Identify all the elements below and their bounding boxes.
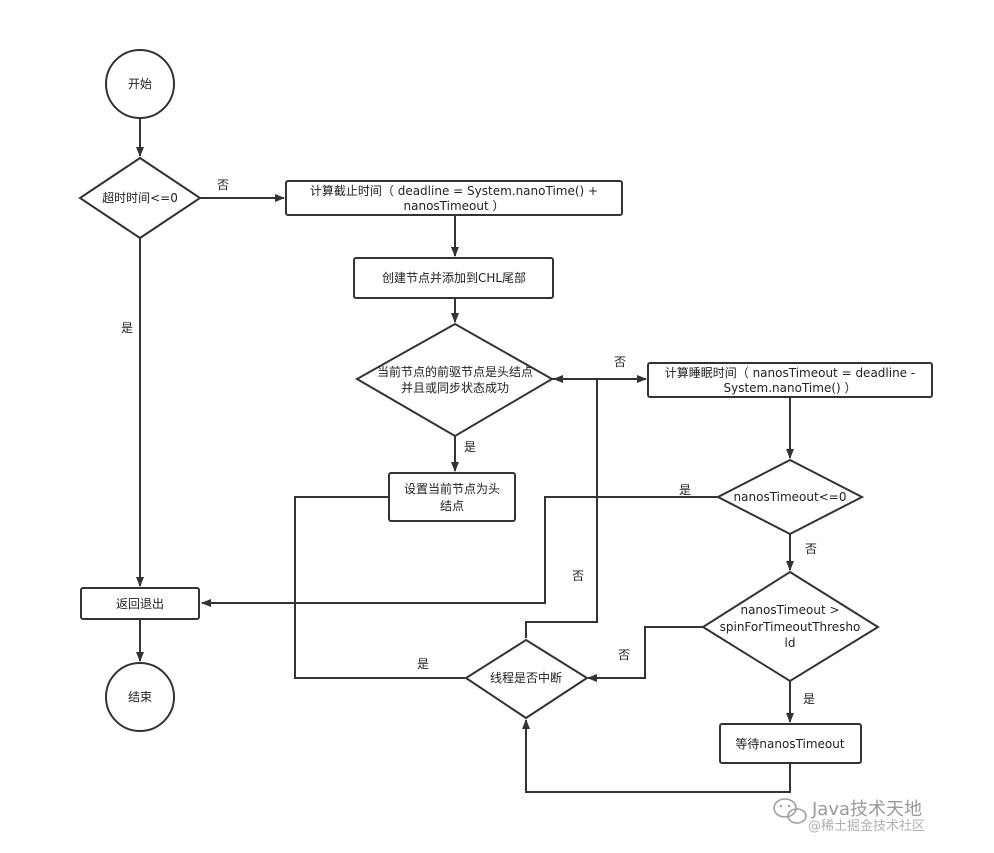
nanos-no-label: 否 [805,542,817,556]
nanos-check-node [715,458,865,536]
pred-check-node [354,322,555,438]
nanos-check-label: nanosTimeout<=0 [734,490,847,504]
calc-deadline-label-2: nanosTimeout ） [404,199,505,213]
edge-wait-to-interrupt [522,719,791,793]
wechat-icon [773,798,807,824]
set-head-label-2: 结点 [440,499,464,513]
timeout-check-label: 超时时间<=0 [102,190,178,205]
interrupt-check-node [464,638,589,720]
interrupt-check-label: 线程是否中断 [490,670,562,685]
pred-check-label-2: 并且或同步状态成功 [401,381,509,395]
set-head-node [388,472,516,522]
calc-sleep-label-2: System.nanoTime() ） [723,381,856,395]
spin-check-label-1: nanosTimeout > [740,603,839,617]
watermark: Java技术天地 @稀土掘金技术社区 [773,798,925,834]
end-label: 结束 [128,690,152,704]
spin-check-node [701,570,880,683]
timeout-yes-label: 是 [121,321,133,335]
set-head-label-1: 设置当前节点为头 [404,481,500,496]
edge-sethead-to-return [294,496,465,679]
timeout-no-label: 否 [217,178,229,192]
start-node [105,49,175,119]
calc-deadline-label-1: 计算截止时间（ deadline = System.nanoTime() + [310,183,598,198]
pred-no-label: 否 [614,355,626,369]
watermark-line2: @稀土掘金技术社区 [808,818,925,834]
start-label: 开始 [128,77,152,91]
wait-node [719,723,862,764]
spin-check-label-3: ld [785,636,796,650]
spin-check-label-2: spinForTimeoutThresho [720,620,861,634]
wait-label: 等待nanosTimeout [735,737,844,751]
interrupt-yes-label: 是 [417,657,429,671]
edge-interrupt-no [525,375,598,638]
end-node [105,662,175,732]
return-exit-label: 返回退出 [116,597,164,611]
interrupt-no-label: 否 [572,569,584,583]
calc-deadline-node [285,180,623,216]
spin-yes-label: 是 [803,692,815,706]
calc-sleep-node [647,362,933,398]
edge-spin-no [587,626,703,682]
spin-no-label: 否 [618,648,630,662]
return-exit-node [80,587,200,620]
create-node-label: 创建节点并添加到CHL尾部 [382,270,526,285]
pred-check-label-1: 当前节点的前驱节点是头结点 [377,364,533,379]
calc-sleep-label-1: 计算睡眠时间（ nanosTimeout = deadline - [665,365,915,380]
edge-nanos-yes [201,496,718,607]
timeout-check-node [78,156,202,240]
pred-yes-label: 是 [464,440,476,454]
create-node-node [353,257,554,299]
nanos-yes-label: 是 [679,483,691,497]
watermark-line1: Java技术天地 [811,799,922,820]
